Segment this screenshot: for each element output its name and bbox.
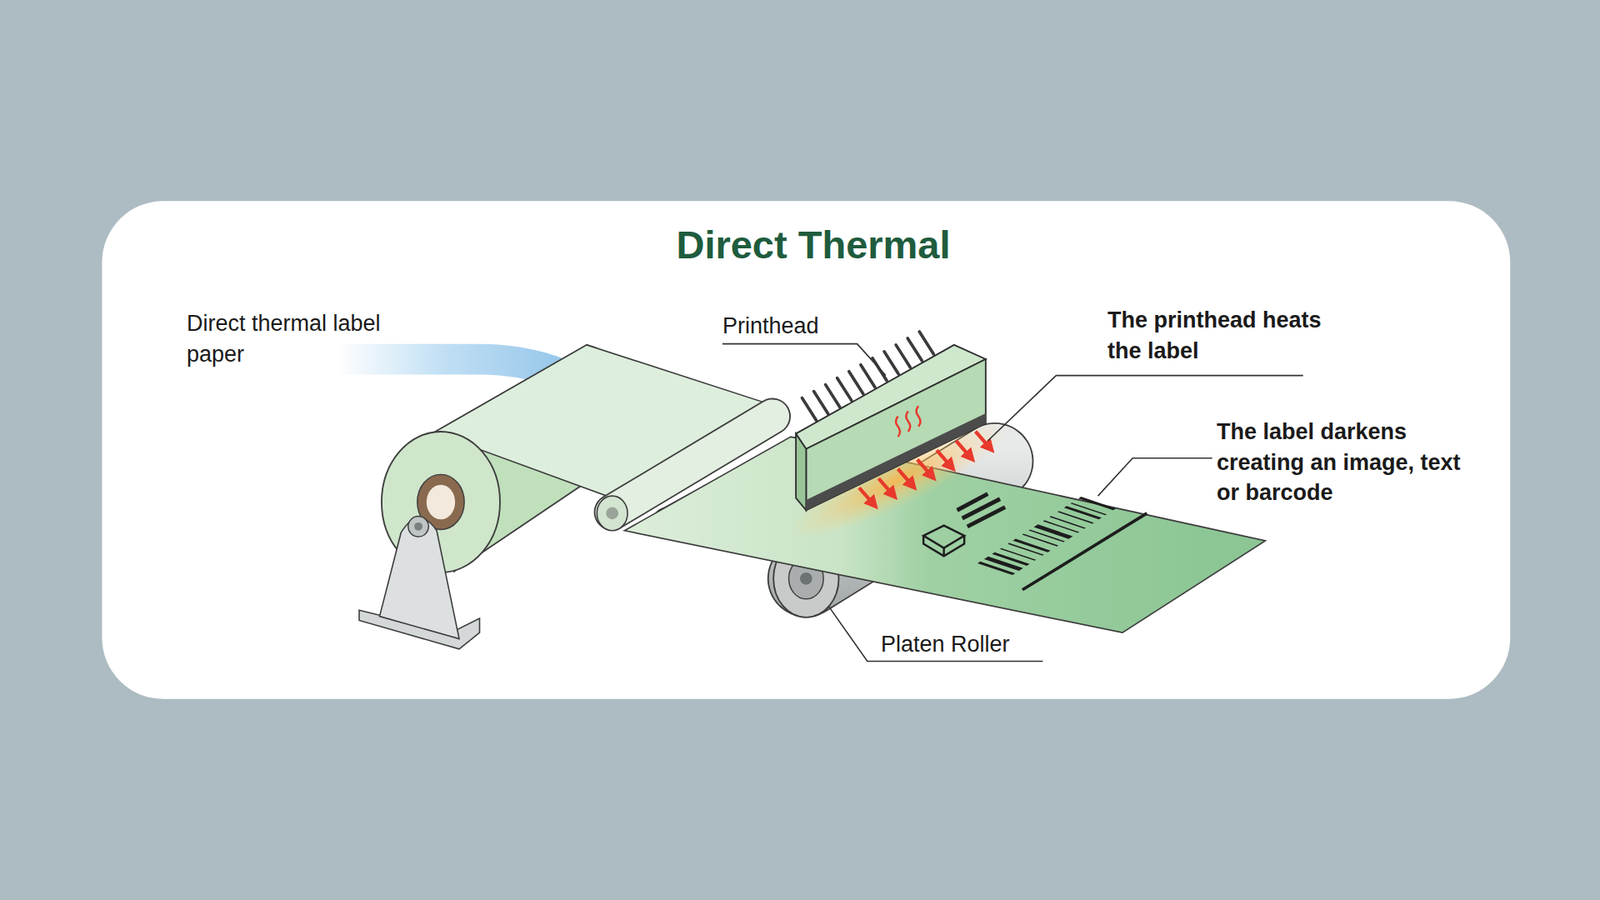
leader-lines bbox=[722, 344, 1304, 662]
barcode-bar bbox=[1049, 515, 1086, 529]
part-label: Printhead bbox=[722, 310, 820, 342]
printhead-pin bbox=[860, 365, 875, 388]
part-label: Direct thermal label paper bbox=[186, 308, 387, 370]
guide-roller-hub bbox=[605, 507, 619, 520]
heat-arrows bbox=[859, 431, 990, 505]
barcode-bar bbox=[1043, 520, 1080, 533]
barcode-bar bbox=[1034, 524, 1074, 539]
platen-hub bbox=[800, 572, 813, 585]
printed-rule bbox=[1022, 513, 1147, 590]
printhead-side bbox=[795, 433, 806, 510]
guide-roller-end bbox=[596, 495, 628, 531]
part-label: Platen Roller bbox=[880, 629, 1010, 660]
printed-lines bbox=[957, 494, 1006, 527]
barcode bbox=[977, 496, 1116, 575]
printhead-pin bbox=[919, 331, 934, 355]
printhead-pin bbox=[837, 378, 852, 401]
heat-arrow bbox=[936, 450, 951, 467]
heat-arrow bbox=[878, 478, 893, 495]
heat-arrow bbox=[898, 469, 913, 486]
barcode-bar bbox=[1078, 496, 1116, 510]
heat-marks bbox=[895, 405, 920, 437]
printhead-pin bbox=[884, 351, 899, 375]
axle-hole bbox=[414, 522, 423, 531]
printhead-pin bbox=[801, 398, 816, 421]
printhead-front bbox=[805, 359, 986, 510]
printhead-pin bbox=[825, 385, 840, 408]
roll-core-inner bbox=[426, 485, 455, 520]
printhead-pin bbox=[907, 338, 922, 361]
heat-arrow bbox=[975, 431, 990, 449]
printhead-pin bbox=[814, 391, 829, 415]
printhead-pin bbox=[849, 371, 864, 395]
box-icon bbox=[923, 525, 965, 557]
heat-arrow bbox=[859, 487, 874, 505]
heat-arrow bbox=[917, 460, 932, 477]
callout-note: The label darkens creating an image, tex… bbox=[1216, 416, 1485, 509]
callout-note: The printhead heats the label bbox=[1107, 305, 1326, 366]
barcode-bar bbox=[977, 561, 1015, 575]
axle bbox=[408, 516, 429, 537]
barcode-bar bbox=[991, 552, 1030, 566]
barcode-bar bbox=[984, 556, 1024, 571]
barcode-bar bbox=[1012, 539, 1050, 553]
diagram-title: Direct Thermal bbox=[605, 221, 1022, 269]
barcode-bar bbox=[1000, 548, 1037, 561]
card bbox=[101, 200, 1510, 700]
heat-arrow bbox=[955, 440, 970, 458]
printhead-pin bbox=[895, 345, 910, 368]
heating-elements bbox=[805, 413, 986, 510]
barcode-bar bbox=[1022, 533, 1060, 546]
barcode-bar bbox=[1057, 510, 1095, 524]
barcode-bar bbox=[1064, 505, 1102, 520]
